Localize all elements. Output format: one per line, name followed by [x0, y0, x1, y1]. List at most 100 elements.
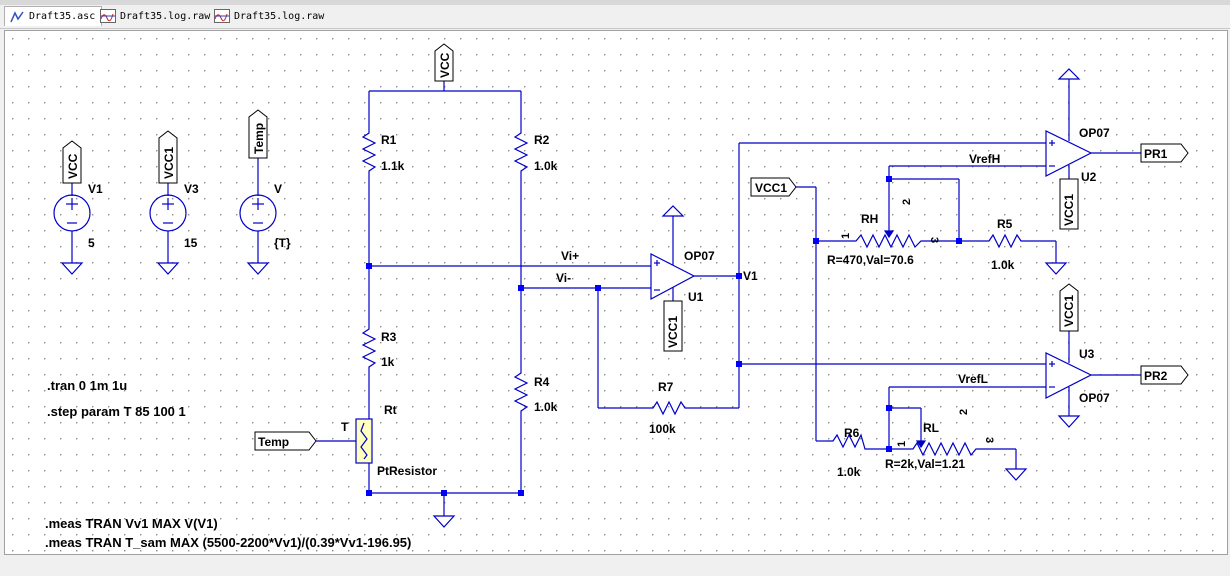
pin-label: 1 [896, 441, 908, 447]
junction [956, 238, 962, 244]
net-flag-label: PR2 [1144, 369, 1168, 383]
component-name: U1 [688, 290, 704, 304]
net-flag-vcc-v1[interactable] [62, 140, 82, 184]
schematic-canvas[interactable]: VCC VCC1 Temp VCC VCC1 VCC1 VCC1 Temp VC… [4, 30, 1228, 555]
component-model: PtResistor [377, 464, 437, 478]
tab-label: Draft35.asc [29, 11, 96, 22]
component-name: R7 [658, 380, 674, 394]
component-name: U2 [1081, 170, 1097, 184]
tab-schematic-draft35-asc[interactable]: Draft35.asc [4, 6, 103, 26]
resistor-r7[interactable] [646, 400, 691, 416]
net-flag-vcc1-v3[interactable] [158, 130, 178, 184]
bridge-wiring [316, 81, 651, 528]
tab-label: Draft35.log.raw [234, 10, 325, 22]
pt-resistor-rt[interactable] [355, 418, 373, 464]
net-flag-vcc-bridge[interactable] [434, 43, 454, 82]
net-flag-vcc1-input[interactable] [750, 177, 797, 197]
grid-dots [5, 31, 1227, 554]
net-label: Vi+ [561, 249, 579, 263]
junction [886, 176, 892, 182]
net-flag-temp-rt[interactable] [254, 431, 317, 451]
component-value: 1.0k [837, 465, 861, 479]
resistor-r5[interactable] [983, 233, 1028, 249]
net-flag-vcc1-u3[interactable] [1059, 283, 1079, 332]
net-flag-label: VCC1 [1062, 295, 1076, 327]
pin-label: 3 [983, 437, 995, 443]
voltage-source-v1[interactable] [53, 183, 91, 275]
resistor-r4[interactable] [513, 366, 529, 421]
opamp-u2[interactable] [1045, 68, 1141, 179]
resistor-r1[interactable] [361, 126, 377, 181]
component-value: 1k [381, 355, 395, 369]
spice-directive-step[interactable]: .step param T 85 100 1 [47, 404, 186, 419]
net-flag-label: VCC1 [1062, 194, 1076, 226]
component-value: {T} [274, 236, 291, 250]
net-label: Vi- [556, 271, 571, 285]
component-params: R=470,Val=70.6 [827, 253, 914, 267]
component-value: 5 [88, 236, 95, 250]
voltage-source-v[interactable] [239, 158, 277, 275]
net-flag-pr1[interactable] [1140, 143, 1189, 163]
net-flag-vcc1-u2[interactable] [1059, 178, 1079, 230]
potentiometer-rh[interactable] [841, 230, 941, 249]
junction [813, 238, 819, 244]
component-value: 1.0k [534, 159, 558, 173]
pin-label: 2 [901, 199, 913, 205]
component-name: Rt [384, 403, 397, 417]
net-flag-label: PR1 [1144, 147, 1168, 161]
component-model: OP07 [1079, 126, 1110, 140]
component-name: R2 [534, 133, 550, 147]
component-model: OP07 [684, 249, 715, 263]
toolbar-edge [0, 0, 1230, 5]
junction [366, 490, 372, 496]
component-params: R=2k,Val=1.21 [885, 457, 965, 471]
opamp-u1[interactable] [650, 205, 739, 301]
junction [366, 263, 372, 269]
voltage-source-v3[interactable] [149, 183, 187, 275]
resistor-r2[interactable] [513, 126, 529, 181]
document-tab-bar: Draft35.asc Draft35.log.raw Draft35.log.… [0, 0, 1230, 29]
pin-label: 1 [840, 233, 852, 239]
status-bar [0, 556, 1230, 576]
component-name: R1 [381, 133, 397, 147]
component-name: R6 [844, 426, 860, 440]
resistor-r6[interactable] [826, 433, 871, 450]
junction [886, 405, 892, 411]
net-label: V1 [743, 269, 758, 283]
opamp-u3[interactable] [1045, 331, 1141, 428]
tab-label: Draft35.log.raw [120, 10, 211, 22]
junction [736, 273, 742, 279]
ref-low-wiring [816, 386, 1046, 481]
component-name: RL [923, 421, 939, 435]
resistor-r3[interactable] [361, 321, 377, 376]
net-flag-label: VCC [438, 52, 452, 78]
net-flag-label: VCC1 [666, 316, 680, 348]
spice-directive-meas-vv1[interactable]: .meas TRAN Vv1 MAX V(V1) [45, 516, 218, 531]
component-value: 1.1k [381, 159, 405, 173]
spice-directive-tran[interactable]: .tran 0 1m 1u [47, 378, 127, 393]
component-model: OP07 [1079, 391, 1110, 405]
tab-waveform-log-raw-1[interactable]: Draft35.log.raw [96, 6, 216, 26]
schematic-icon [9, 10, 25, 24]
tab-waveform-log-raw-2[interactable]: Draft35.log.raw [210, 6, 330, 26]
component-name: V [274, 182, 282, 196]
net-label: VrefL [958, 372, 988, 386]
waveform-icon [100, 9, 116, 23]
component-name: RH [861, 212, 878, 226]
pin-label: 3 [928, 237, 940, 243]
potentiometer-rl[interactable] [901, 440, 991, 457]
component-name: R3 [381, 330, 397, 344]
net-flag-label: VCC [66, 153, 80, 179]
component-value: 1.0k [991, 258, 1015, 272]
net-flag-label: Temp [252, 123, 266, 154]
component-name: V1 [88, 182, 103, 196]
net-flag-vcc1-u1[interactable] [663, 300, 683, 352]
junction [886, 446, 892, 452]
pin-label: 2 [958, 409, 970, 415]
net-label: VrefH [969, 152, 1000, 166]
spice-directive-meas-tsam[interactable]: .meas TRAN T_sam MAX (5500-2200*Vv1)/(0.… [45, 535, 411, 550]
component-value: 100k [649, 422, 676, 436]
component-name: U3 [1079, 347, 1095, 361]
net-flag-pr2[interactable] [1140, 365, 1189, 385]
net-flag-temp-v[interactable] [248, 109, 268, 159]
